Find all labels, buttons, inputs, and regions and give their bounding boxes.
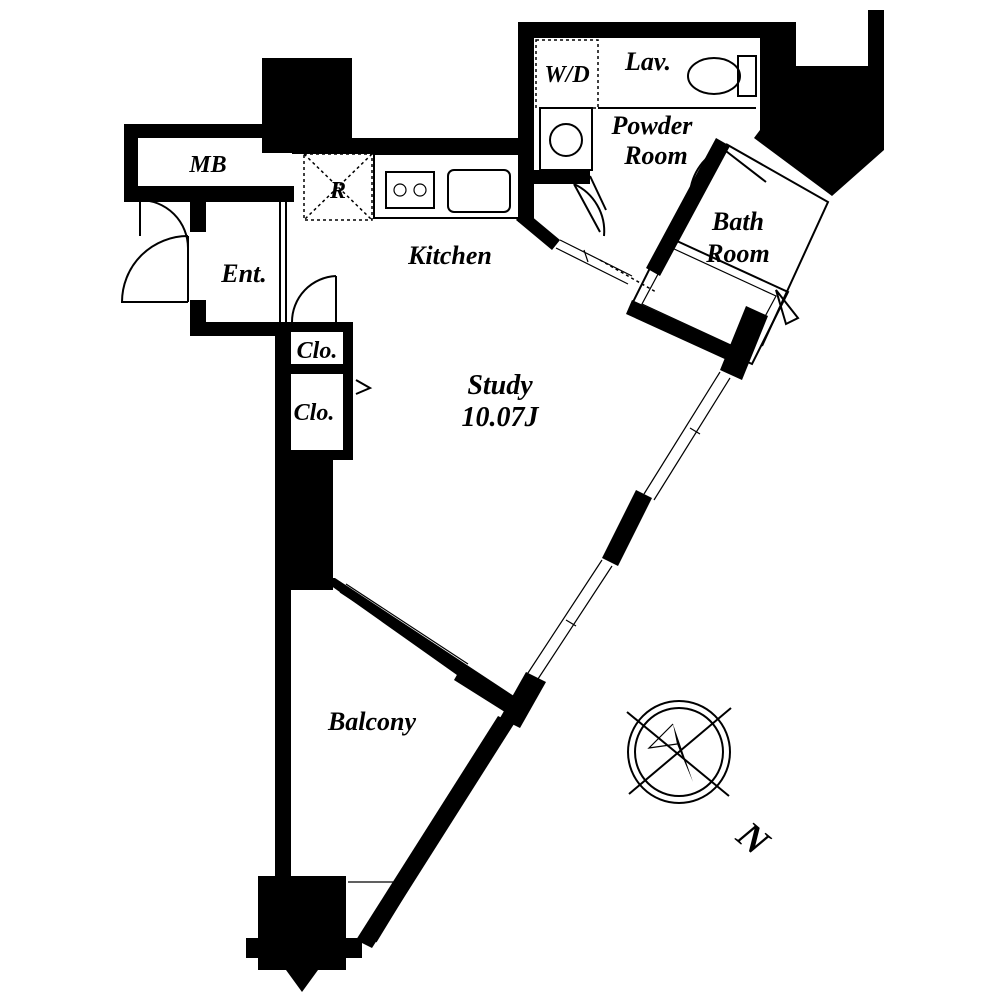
bath-divider — [646, 138, 730, 276]
west-wall — [275, 322, 291, 877]
east-wall-1 — [720, 306, 768, 380]
entrance-left-wall — [190, 202, 206, 232]
label-mb: MB — [188, 152, 226, 178]
utility-left-wall — [518, 22, 534, 222]
entrance-bottom-wall — [190, 322, 290, 336]
label-lavatory: Lav. — [624, 47, 671, 76]
bath-room-outline — [725, 143, 830, 347]
mb-wall-bottom — [124, 186, 294, 202]
mb-wall — [124, 124, 262, 186]
label-study: Study — [467, 370, 533, 401]
fixtures — [279, 39, 830, 366]
kitchen-diag-wall — [516, 210, 560, 250]
label-powder-room-1: Powder — [611, 111, 694, 140]
utility-inner-wall — [518, 170, 590, 184]
washer-dryer-space — [535, 39, 599, 109]
west-pier — [291, 460, 333, 590]
compass-inner-ring — [634, 707, 724, 797]
burner-2 — [413, 183, 427, 197]
label-study-area: 10.07J — [462, 402, 540, 433]
kitchen-counter — [373, 153, 525, 219]
north-label: N — [728, 813, 778, 864]
closet-mid — [291, 364, 353, 374]
north-arrow-icon — [673, 724, 693, 782]
bath-room-door[interactable] — [688, 147, 767, 201]
label-closet-1: Clo. — [297, 338, 338, 364]
mb-wall-left-lower — [124, 186, 140, 200]
compass — [626, 700, 732, 804]
powder-room-door[interactable] — [573, 183, 606, 237]
label-kitchen: Kitchen — [407, 241, 492, 270]
windows — [339, 239, 731, 943]
bathtub — [628, 234, 790, 366]
entrance-door[interactable] — [120, 235, 189, 303]
doors — [120, 147, 800, 450]
room-labels: MB R W/D Lav. Powder Room Bath Room Kitc… — [188, 47, 769, 736]
washbasin-bowl — [549, 123, 583, 157]
balcony-diag-wall — [356, 716, 514, 948]
compass-outer-ring — [627, 700, 731, 804]
washbasin — [539, 107, 593, 171]
toilet — [687, 55, 757, 97]
closet-bottom — [291, 450, 353, 460]
kitchen-top-wall — [292, 138, 524, 154]
label-refrigerator: R — [329, 178, 346, 204]
label-powder-room-2: Room — [623, 141, 688, 170]
label-washer-dryer: W/D — [544, 62, 589, 88]
label-bath-room-1: Bath — [711, 207, 764, 236]
balcony-divider-end — [454, 666, 516, 714]
label-balcony: Balcony — [327, 707, 417, 736]
bottom-column — [246, 876, 362, 992]
label-bath-room-2: Room — [705, 239, 770, 268]
stove — [385, 171, 435, 209]
sink — [447, 169, 511, 213]
column-top — [262, 58, 352, 153]
label-entrance: Ent. — [220, 259, 267, 288]
closet-divider — [291, 322, 353, 332]
walls — [124, 10, 884, 992]
closet-wall-right — [343, 322, 353, 454]
burner-1 — [393, 183, 407, 197]
refrigerator-space — [303, 153, 373, 221]
study-door[interactable] — [290, 275, 337, 323]
utility-top-wall — [518, 22, 796, 38]
east-wall-3 — [500, 672, 546, 728]
label-closet-2: Clo. — [294, 400, 335, 426]
east-wall-2 — [602, 490, 652, 566]
ne-pier — [754, 10, 884, 196]
closet-door[interactable] — [344, 379, 373, 450]
